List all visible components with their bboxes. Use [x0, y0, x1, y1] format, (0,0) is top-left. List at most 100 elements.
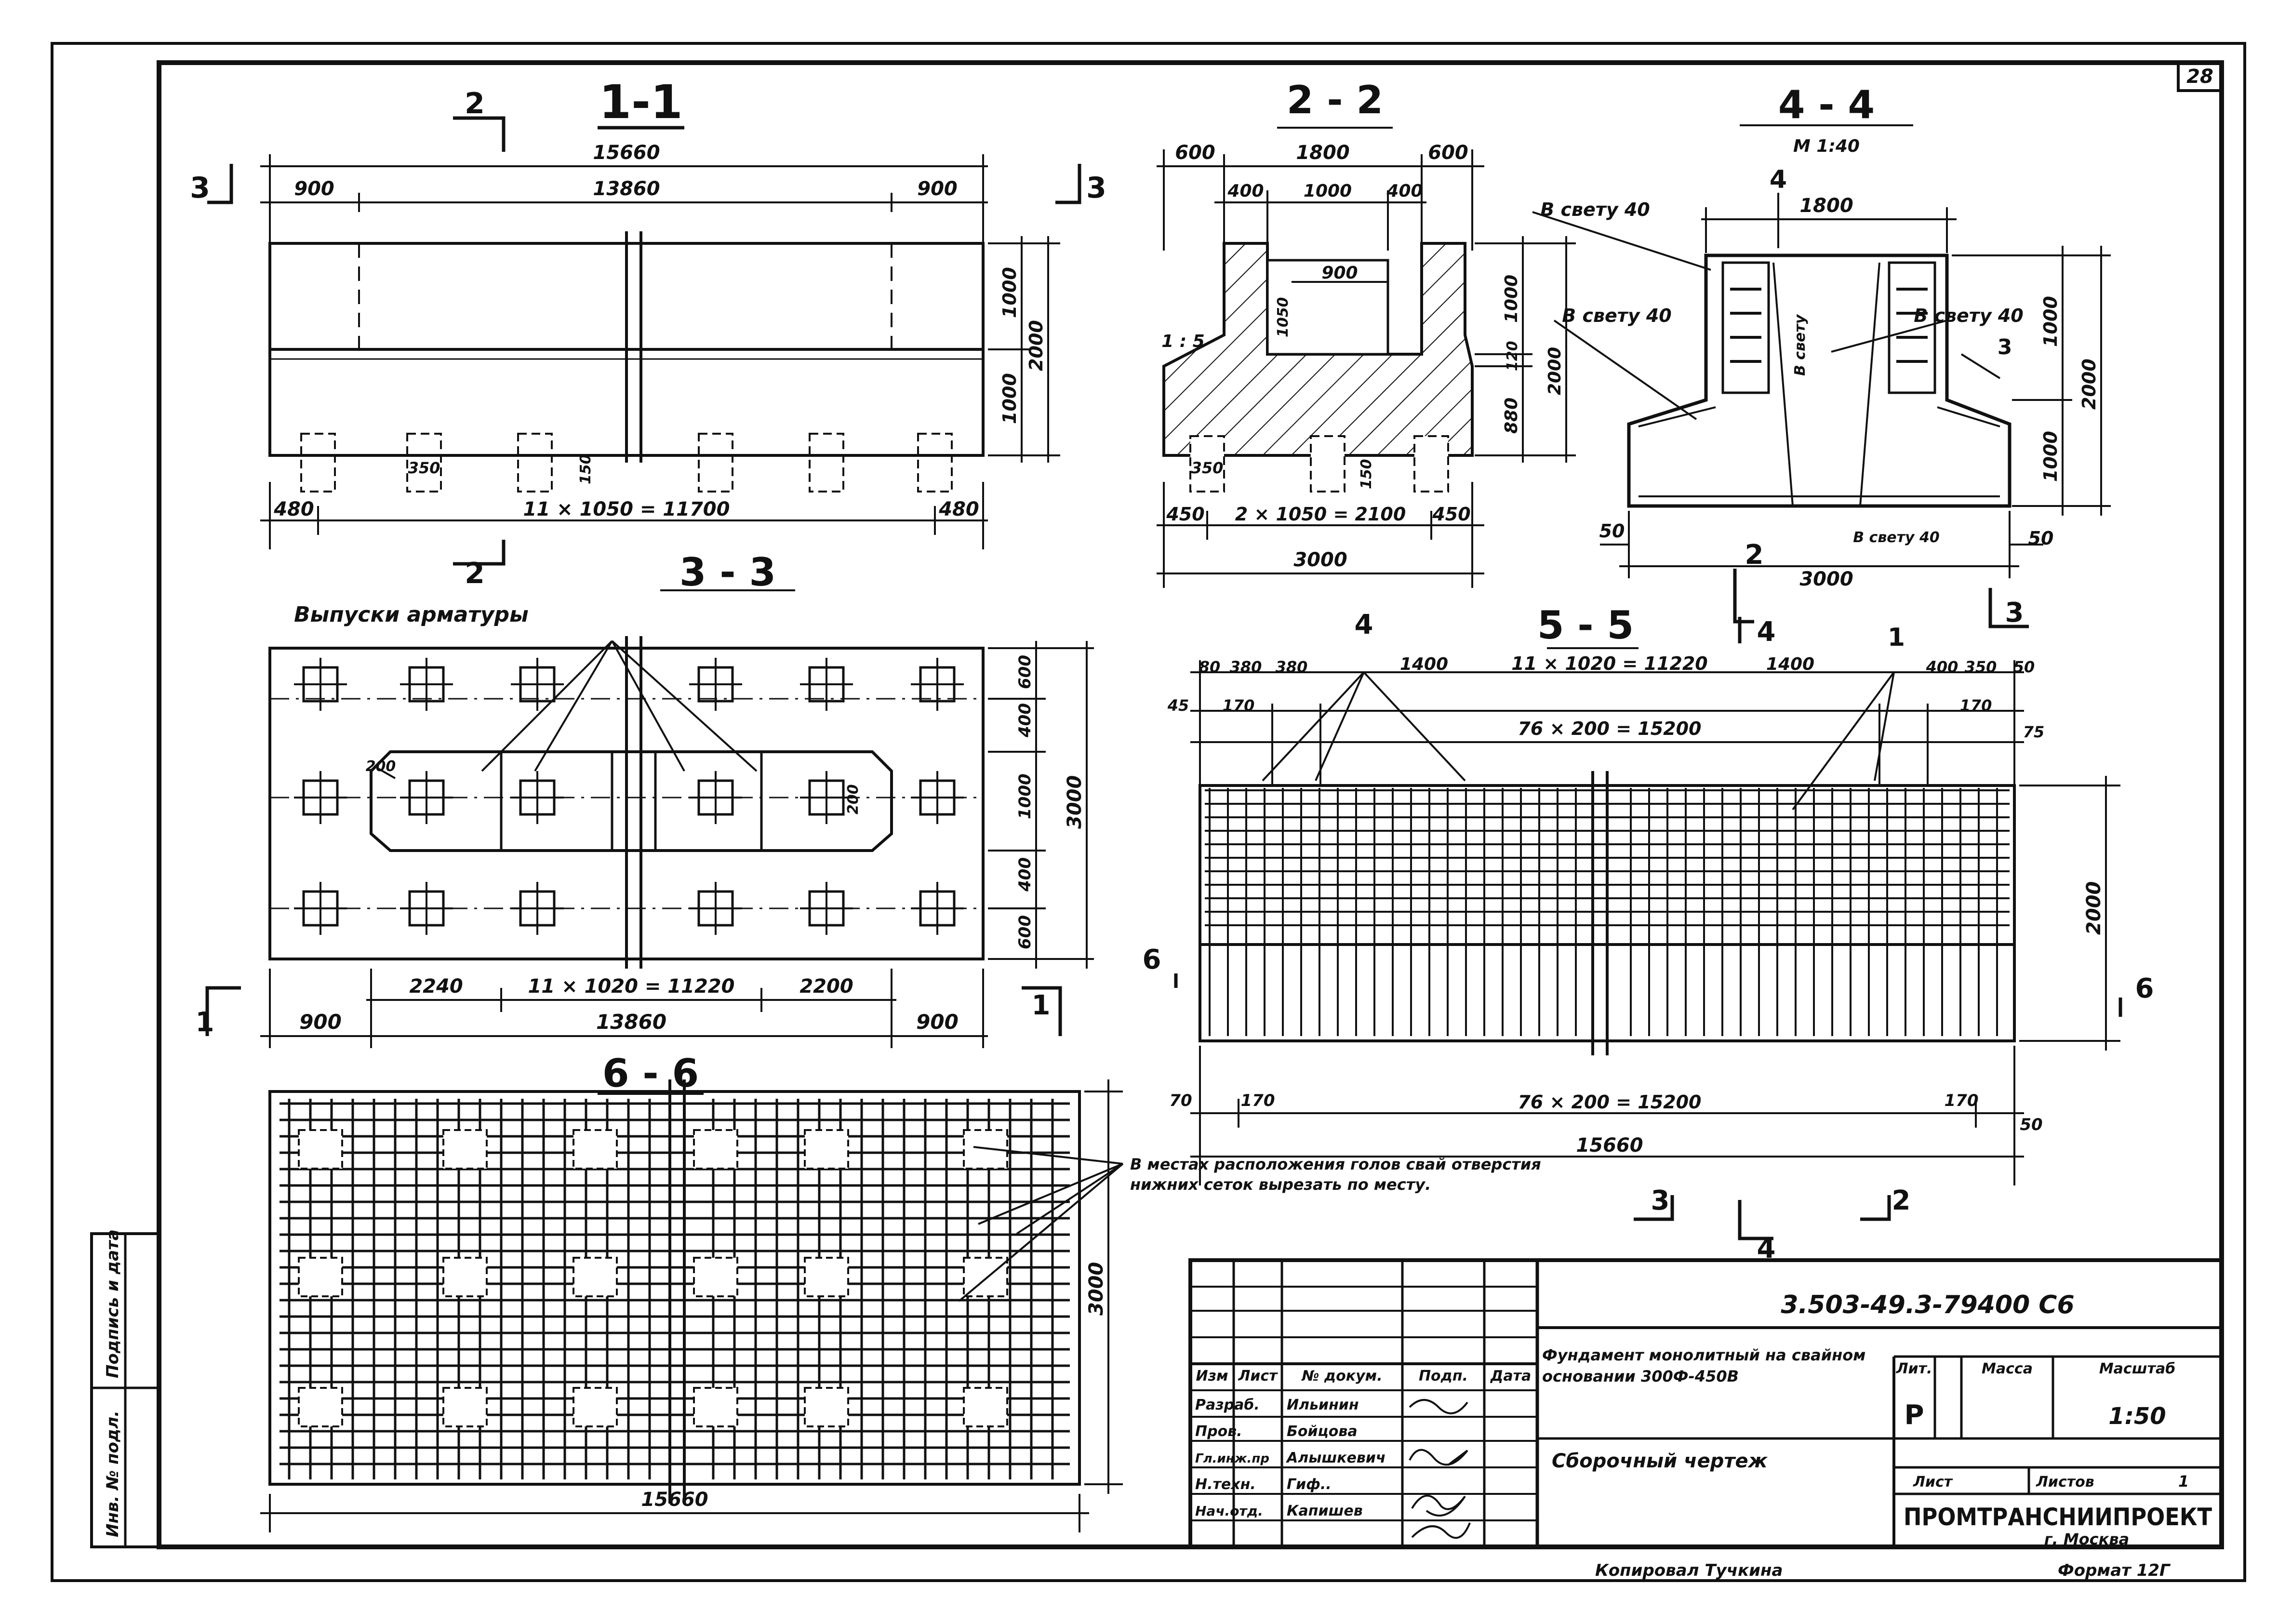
s2-dim-in-c: 1000 [1304, 181, 1352, 201]
s2-dim-top-r: 600 [1428, 142, 1468, 164]
mesh-cutout [442, 1129, 488, 1170]
s5-title: 5 - 5 [1537, 603, 1634, 648]
tb-name3: Алышкевич [1286, 1450, 1386, 1466]
s2-dim-hbot: 880 [1502, 398, 1521, 434]
s5-dim-b170b: 170 [1945, 1091, 1979, 1110]
s2-dim-htop: 1000 [1502, 275, 1521, 323]
s6-note: В местах расположения голов свай отверст… [1130, 1155, 1541, 1194]
s4-mark2: 2 [1745, 539, 1764, 571]
s1-dim-htop: 1000 [999, 267, 1020, 318]
sheet-number: 28 [2186, 66, 2213, 88]
s1-dim-hbot: 1000 [999, 373, 1020, 424]
s5-dim-mid: 11 × 1020 = 11220 [1511, 653, 1707, 674]
s4-clear4: В свету 40 [1853, 529, 1940, 546]
pile-head [511, 771, 564, 824]
s5-dim-380b: 380 [1276, 658, 1308, 676]
side-stamp-inv: Инв. № подл. [103, 1411, 122, 1537]
tb-hdr-list: Лист [1238, 1368, 1278, 1384]
s2-dim-bot-r: 450 [1432, 504, 1470, 525]
mesh-cutout [573, 1387, 618, 1427]
s1-pile-h: 150 [577, 454, 594, 484]
mesh-cutout [573, 1129, 618, 1170]
s2-dim-width: 3000 [1293, 549, 1347, 571]
side-stamp-sign: Подпись и дата [103, 1229, 122, 1378]
tb-hdr-doc: № докум. [1301, 1368, 1382, 1384]
tb-role2: Пров. [1195, 1423, 1242, 1440]
s5-dim-b50: 50 [2020, 1115, 2042, 1134]
s5-dim-b76: 76 × 200 = 15200 [1518, 1092, 1701, 1113]
tb-mass-h: Масса [1982, 1360, 2033, 1377]
s5-dim-1400a: 1400 [1400, 654, 1448, 674]
s5-dim-75: 75 [2023, 723, 2045, 741]
s3-dim-900r: 900 [916, 1010, 959, 1034]
s4-dim-top: 1800 [1799, 195, 1853, 217]
s3-dim-200b: 200 [845, 784, 862, 814]
pile-head [689, 771, 742, 824]
mesh-cutout [804, 1129, 849, 1170]
s6-title: 6 - 6 [602, 1051, 699, 1096]
s2-dim-in-l: 400 [1227, 181, 1264, 201]
s1-dim-right: 900 [917, 178, 958, 200]
tb-hdr-izm: Изм [1196, 1368, 1228, 1384]
s1-dim-edge-r: 480 [938, 498, 979, 520]
s3-label: Выпуски арматуры [294, 602, 529, 627]
s1-cut2-bottom: 2 [465, 557, 485, 590]
s3-dim-3000: 3000 [1064, 775, 1086, 829]
s5-dim-170a: 170 [1223, 696, 1255, 715]
mesh-cutout [693, 1387, 738, 1427]
mesh-cutout [963, 1387, 1008, 1427]
s5-dim-45: 45 [1167, 696, 1189, 715]
section-4-4 [1532, 124, 2111, 628]
s1-dim-overall: 15660 [593, 142, 660, 164]
s4-clear3: В свету 40 [1914, 305, 2023, 326]
mesh-cutout [693, 1257, 738, 1297]
tb-sheet-h: Лист [1913, 1474, 1953, 1491]
pile-head [800, 658, 853, 711]
mesh-cutout [573, 1257, 618, 1297]
tb-city: г. Москва [2044, 1530, 2129, 1548]
s2-slope: 1 : 5 [1161, 332, 1205, 351]
s4-dim-htop: 1000 [2040, 296, 2061, 347]
pile-head [511, 658, 564, 711]
s4-cut3: 3 [2005, 597, 2024, 628]
s3-dim-400t: 400 [1015, 703, 1035, 738]
s5-cut4-top: 4 [1757, 616, 1776, 648]
s2-title: 2 - 2 [1287, 78, 1383, 122]
s4-scale: М 1:40 [1793, 136, 1860, 156]
tb-name2: Бойцова [1287, 1423, 1358, 1440]
tb-name5: Капишев [1287, 1503, 1363, 1519]
s3-pile-heads [294, 658, 964, 935]
s1-title: 1-1 [599, 75, 682, 129]
pile-head [511, 882, 564, 935]
s3-cut1-left: 1 [196, 1007, 214, 1038]
tb-hdr-sign: Подп. [1419, 1368, 1468, 1384]
tb-role5: Нач.отд. [1195, 1503, 1263, 1519]
mesh-cutout [298, 1387, 343, 1427]
s1-cut3-left: 3 [190, 171, 210, 205]
s5-dim-b70: 70 [1169, 1091, 1192, 1110]
s5-dim-1400b: 1400 [1766, 654, 1814, 674]
tb-sheets: 1 [2178, 1472, 2189, 1491]
tb-hdr-date: Дата [1490, 1368, 1532, 1384]
s3-dim-600b: 600 [1015, 915, 1035, 949]
mesh-cutout [693, 1129, 738, 1170]
s3-title: 3 - 3 [679, 550, 776, 595]
s3-dim-200a: 200 [366, 758, 396, 775]
s2-opening-h: 1050 [1275, 297, 1292, 338]
tb-org: ПРОМТРАНСНИИПРОЕКТ [1904, 1503, 2212, 1531]
pile-head [911, 771, 964, 824]
tb-scale: 1:50 [2108, 1403, 2166, 1430]
s5-dim-76: 76 × 200 = 15200 [1518, 718, 1701, 739]
s4-clear1: В свету 40 [1540, 199, 1650, 220]
s4-edge50-left: 50 [1599, 520, 1625, 542]
s1-pile-w: 350 [408, 459, 440, 477]
tb-scale-h: Масштаб [2099, 1360, 2175, 1377]
pile-head [400, 658, 453, 711]
s5-dim-50t: 50 [2013, 658, 2035, 676]
s4-dim-hbot: 1000 [2040, 431, 2061, 482]
pile-head [911, 658, 964, 711]
s3-dim-900l: 900 [299, 1010, 342, 1034]
pile-head [689, 882, 742, 935]
tb-role3: Гл.инж.пр [1195, 1451, 1269, 1466]
s5-dim-h2000: 2000 [2083, 881, 2105, 935]
